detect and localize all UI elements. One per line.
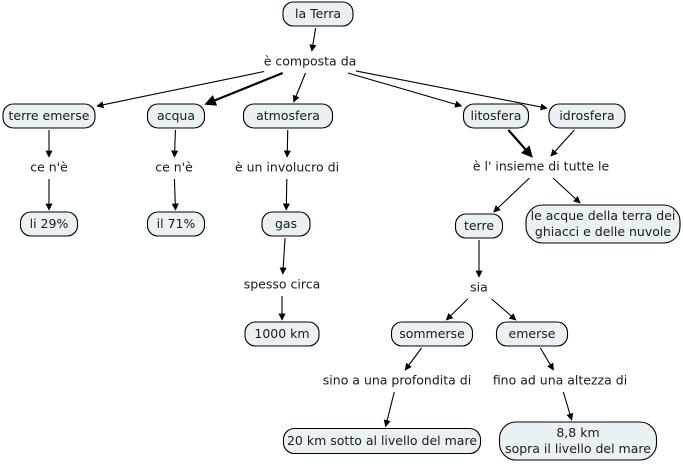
link-label-profondita: sino a una profondita di: [323, 373, 471, 388]
link-label-cene2: ce n'è: [155, 160, 193, 175]
link-label-altezza: fino ad una altezza di: [493, 373, 627, 388]
edge-acqua-cene2: [171, 129, 179, 158]
node-litosfera[interactable]: litosfera: [462, 103, 530, 129]
edge-profondita-ventikm: [383, 391, 395, 428]
node-label: atmosfera: [256, 108, 320, 123]
link-label-involucro: è un involucro di: [235, 160, 339, 175]
node-box: [242, 103, 334, 129]
node-box: [390, 321, 474, 347]
node-box: [282, 427, 482, 455]
edge-litosfera-insieme: [507, 129, 533, 158]
node-label: terre emerse: [9, 108, 90, 123]
link-label-composta: è composta da: [264, 54, 357, 69]
node-label: idrosfera: [559, 108, 614, 123]
node-box: [146, 211, 206, 237]
node-atmosfera[interactable]: atmosfera: [242, 103, 334, 129]
node-label: il 71%: [157, 216, 196, 231]
node-label: acqua: [157, 108, 195, 123]
node-label: litosfera: [471, 108, 522, 123]
edge-sommerse-profondita: [404, 347, 423, 371]
edge-gas-spesso: [279, 237, 287, 275]
node-terre[interactable]: terre: [454, 213, 504, 239]
node-box: [2, 103, 96, 129]
node-il71[interactable]: il 71%: [146, 211, 206, 237]
edge-layer: [45, 27, 581, 428]
edge-composta-terreemerse: [96, 70, 265, 109]
edge-altezza-ottokm: [562, 391, 574, 421]
link-label-cene1: ce n'è: [30, 160, 68, 175]
edge-insieme-terre: [493, 177, 530, 213]
node-label: sommerse: [399, 326, 465, 341]
node-box: [19, 211, 79, 237]
node-box: [454, 213, 504, 239]
link-label-insieme: è l' insieme di tutte le: [473, 159, 610, 174]
edge-composta-atmosfera: [292, 72, 307, 103]
edge-sia-sommerse: [445, 298, 469, 321]
edge-emerse-altezza: [539, 347, 554, 371]
node-box: [498, 421, 658, 461]
node-box: [548, 103, 626, 129]
node-box: [261, 211, 311, 237]
edge-atmosfera-involucro: [283, 129, 291, 158]
node-acqua[interactable]: acqua: [146, 103, 206, 129]
edge-composta-litosfera: [347, 72, 463, 108]
edge-composta-idrosfera: [355, 70, 548, 111]
node-box: [244, 321, 320, 347]
node-sommerse[interactable]: sommerse: [390, 321, 474, 347]
link-label-layer: è composta da ce n'è ce n'è è un involucro …: [30, 54, 627, 388]
node-label: gas: [275, 216, 297, 231]
node-gas[interactable]: gas: [261, 211, 311, 237]
edge-composta-acqua: [204, 71, 284, 106]
edge-involucro-gas: [282, 178, 290, 211]
node-venti_km[interactable]: 20 km sotto al livello del mare: [282, 427, 482, 455]
node-label: li 29%: [30, 216, 69, 231]
node-label: 20 km sotto al livello del mare: [287, 433, 477, 448]
node-label: emerse: [509, 326, 556, 341]
node-li29[interactable]: li 29%: [19, 211, 79, 237]
edge-sia-emerse: [491, 298, 517, 321]
node-box: [525, 204, 681, 244]
edge-cene2-il71: [171, 178, 179, 211]
node-mille_km[interactable]: 1000 km: [244, 321, 320, 347]
node-idrosfera[interactable]: idrosfera: [548, 103, 626, 129]
link-label-spesso: spesso circa: [244, 277, 321, 292]
node-label: 1000 km: [254, 326, 309, 341]
node-box: [146, 103, 206, 129]
node-label: la Terra: [295, 6, 341, 21]
edge-terra-composta: [309, 27, 317, 52]
node-label: terre: [464, 218, 494, 233]
node-box: [462, 103, 530, 129]
edge-insieme-acque: [552, 177, 581, 204]
link-label-sia: sia: [470, 280, 488, 295]
edge-idrosfera-insieme: [550, 129, 575, 157]
node-box: [495, 321, 569, 347]
node-terra[interactable]: la Terra: [282, 1, 354, 27]
node-terre_emerse[interactable]: terre emerse: [2, 103, 96, 129]
node-emerse[interactable]: emerse: [495, 321, 569, 347]
node-box: [282, 1, 354, 27]
